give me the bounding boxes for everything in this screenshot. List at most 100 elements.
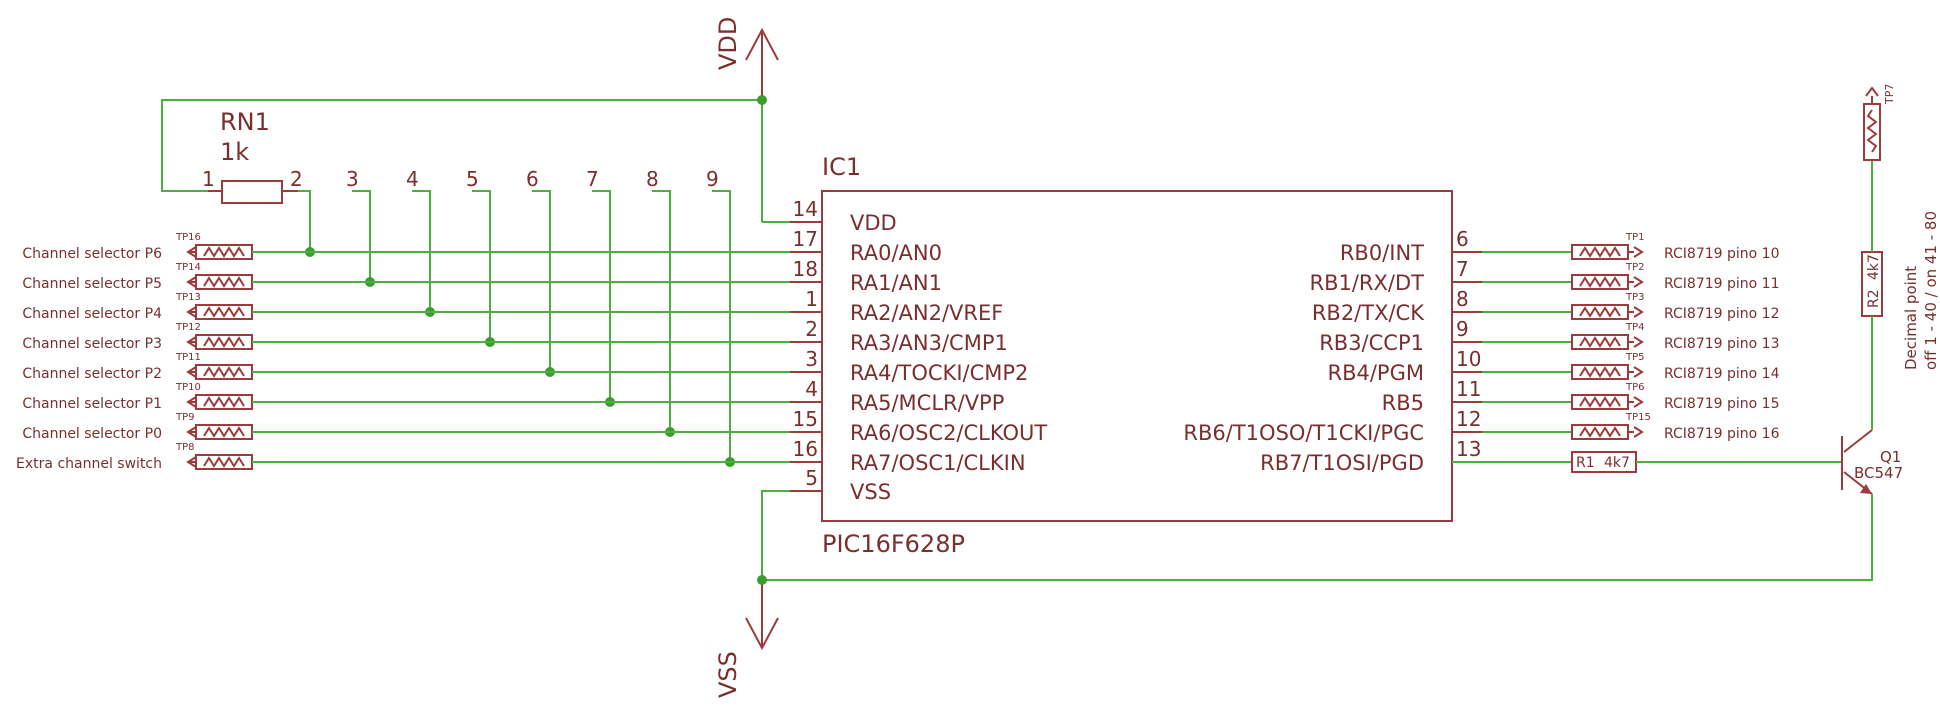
q1-transistor: Q1 BC547 bbox=[1841, 330, 1903, 520]
r1-ref: R1 bbox=[1576, 455, 1595, 471]
ic1-pin-name: RB1/RX/DT bbox=[1310, 271, 1425, 295]
ic1-left-pins: 14VDD17RA0/AN018RA1/AN11RA2/AN2/VREF2RA3… bbox=[790, 197, 1047, 504]
vss-symbol: VSS bbox=[714, 580, 779, 698]
testpoint-ref: TP8 bbox=[175, 442, 195, 453]
rn1-tap-wire bbox=[592, 190, 611, 402]
ic1-pin-name: RB3/CCP1 bbox=[1319, 331, 1424, 355]
ic1-pin-name: VDD bbox=[850, 211, 897, 235]
ic1-pin-number: 13 bbox=[1456, 437, 1481, 461]
vdd-symbol: VDD bbox=[714, 17, 779, 100]
testpoint-label: RCI8719 pino 16 bbox=[1664, 426, 1780, 442]
testpoint-label: Channel selector P1 bbox=[22, 396, 162, 412]
testpoint-ref: TP1 bbox=[1625, 232, 1645, 243]
junction-vdd bbox=[757, 95, 767, 105]
vss-net bbox=[757, 490, 1873, 585]
rn1-pin-1: 1 bbox=[202, 167, 215, 191]
testpoint-ref: TP16 bbox=[175, 232, 201, 243]
rn1-pin-3: 3 bbox=[346, 167, 359, 191]
testpoint-label: RCI8719 pino 11 bbox=[1664, 276, 1780, 292]
testpoint-label: Channel selector P3 bbox=[22, 336, 162, 352]
vdd-label: VDD bbox=[714, 17, 742, 70]
ic1-part: PIC16F628P bbox=[822, 530, 965, 558]
tp7-label: TP7 bbox=[1883, 84, 1896, 105]
decimal-point-line2: off 1 - 40 / on 41 - 80 bbox=[1922, 211, 1940, 370]
ic1-pin-number: 18 bbox=[793, 257, 818, 281]
tp7-testpoint: TP7 bbox=[1863, 84, 1896, 161]
r2-resistor: R2 4k7 bbox=[1861, 160, 1883, 330]
testpoint-ref: TP12 bbox=[175, 322, 201, 333]
ic1-pin-number: 2 bbox=[805, 317, 818, 341]
rn1-tap-wire bbox=[712, 190, 731, 462]
junction-vss bbox=[757, 575, 767, 585]
ic1-pin-number: 12 bbox=[1456, 407, 1481, 431]
testpoint-ref: TP2 bbox=[1625, 262, 1645, 273]
testpoint-label: Channel selector P2 bbox=[22, 366, 162, 382]
testpoint-ref: TP15 bbox=[1625, 412, 1651, 423]
rn1-tap-wire bbox=[298, 190, 311, 252]
testpoint-ref: TP9 bbox=[175, 412, 195, 423]
ic1-pin-name: RA3/AN3/CMP1 bbox=[850, 331, 1008, 355]
vss-label: VSS bbox=[714, 651, 742, 698]
testpoint-ref: TP5 bbox=[1625, 352, 1645, 363]
ic1-pin-name: RA5/MCLR/VPP bbox=[850, 391, 1004, 415]
rn1-tap-wire bbox=[652, 190, 671, 432]
r2-ref: R2 bbox=[1866, 289, 1882, 308]
rn1-ref: RN1 bbox=[220, 108, 270, 136]
ic1-pin-number: 16 bbox=[793, 437, 818, 461]
testpoint-label: Channel selector P6 bbox=[22, 246, 162, 262]
rn1-tap-wire bbox=[472, 190, 491, 342]
ic1-right-pins: 6RB0/INT7RB1/RX/DT8RB2/TX/CK9RB3/CCP110R… bbox=[1183, 227, 1482, 475]
ic1-pin-name: RB5 bbox=[1382, 391, 1424, 415]
ic1-pic16f628p: IC1 PIC16F628P 14VDD17RA0/AN018RA1/AN11R… bbox=[790, 153, 1482, 558]
q1-ref: Q1 bbox=[1880, 448, 1901, 466]
testpoint-label: Channel selector P5 bbox=[22, 276, 162, 292]
ic1-pin-name: RB7/T1OSI/PGD bbox=[1260, 451, 1424, 475]
ic1-pin-number: 9 bbox=[1456, 317, 1469, 341]
testpoint-ref: TP13 bbox=[175, 292, 201, 303]
q1-part: BC547 bbox=[1854, 464, 1903, 482]
rn1-tap-wire bbox=[412, 190, 431, 312]
testpoint-label: RCI8719 pino 10 bbox=[1664, 246, 1780, 262]
r1-value: 4k7 bbox=[1604, 455, 1630, 471]
ic1-ref: IC1 bbox=[822, 153, 861, 181]
testpoint-label: Extra channel switch bbox=[16, 456, 162, 472]
rn1-pin-4: 4 bbox=[406, 167, 419, 191]
decimal-point-note: Decimal point off 1 - 40 / on 41 - 80 bbox=[1902, 211, 1940, 370]
ic1-pin-name: RA0/AN0 bbox=[850, 241, 942, 265]
rn1-tap-wire bbox=[352, 190, 371, 282]
testpoint-ref: TP10 bbox=[175, 382, 201, 393]
ic1-pin-number: 7 bbox=[1456, 257, 1469, 281]
rn1-value: 1k bbox=[220, 138, 249, 166]
ic1-pin-number: 3 bbox=[805, 347, 818, 371]
ic1-pin-name: RB2/TX/CK bbox=[1312, 301, 1425, 325]
ic1-pin-number: 15 bbox=[793, 407, 818, 431]
r1-resistor: R1 4k7 bbox=[1452, 451, 1842, 473]
testpoint-label: RCI8719 pino 15 bbox=[1664, 396, 1780, 412]
rn1-pin-2: 2 bbox=[290, 167, 303, 191]
ic1-pin-name: RB6/T1OSO/T1CKI/PGC bbox=[1183, 421, 1424, 445]
ic1-pin-name: RA1/AN1 bbox=[850, 271, 942, 295]
testpoint-label: RCI8719 pino 12 bbox=[1664, 306, 1780, 322]
testpoint-label: RCI8719 pino 13 bbox=[1664, 336, 1780, 352]
ic1-pin-name: RA4/TOCKI/CMP2 bbox=[850, 361, 1028, 385]
r2-value: 4k7 bbox=[1866, 254, 1882, 280]
ic1-pin-number: 17 bbox=[793, 227, 818, 251]
ic1-pin-number: 8 bbox=[1456, 287, 1469, 311]
ic1-pin-name: VSS bbox=[850, 480, 891, 504]
rn1-pin-7: 7 bbox=[586, 167, 599, 191]
testpoint-ref: TP11 bbox=[175, 352, 201, 363]
